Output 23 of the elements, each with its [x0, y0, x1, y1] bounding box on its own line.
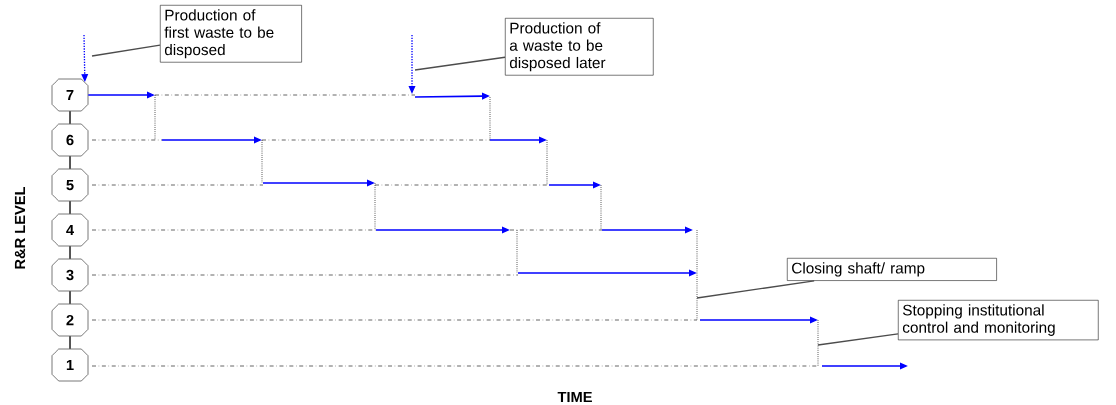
callout-box: Production of a waste to be disposed later — [505, 18, 654, 76]
level-box: 4 — [51, 213, 89, 247]
leader-line — [91, 44, 161, 57]
leader-line — [414, 56, 506, 71]
callout-box: Closing shaft/ ramp — [787, 258, 997, 281]
connector-line — [69, 155, 71, 170]
level-box: 7 — [51, 78, 89, 112]
leader-line — [696, 280, 815, 299]
axis-label: TIME — [557, 391, 592, 403]
level-box: 5 — [51, 168, 89, 202]
connector-line — [69, 110, 71, 125]
connector-line — [69, 290, 71, 305]
level-box: 6 — [51, 123, 89, 157]
axis-label: R&R LEVEL — [14, 186, 26, 269]
level-box: 3 — [51, 258, 89, 292]
callout-box: Production of first waste to be disposed — [160, 5, 302, 63]
leader-line — [817, 333, 899, 346]
level-box: 2 — [51, 303, 89, 337]
connector-line — [69, 200, 71, 215]
connector-line — [69, 335, 71, 350]
connector-line — [69, 245, 71, 260]
callout-box: Stopping institutional control and monitoring — [898, 300, 1099, 341]
level-box: 1 — [51, 348, 89, 382]
